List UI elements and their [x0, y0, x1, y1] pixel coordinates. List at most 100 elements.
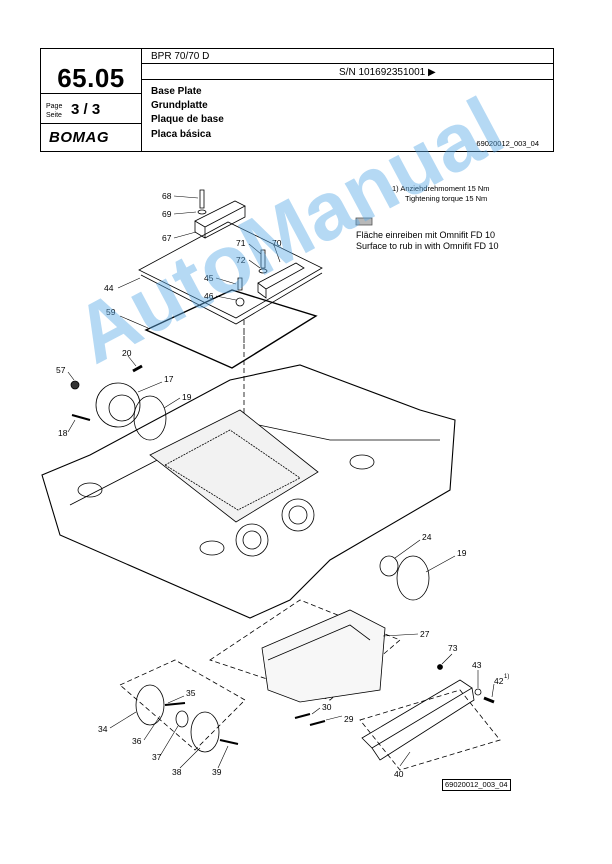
callout-46: 46 — [204, 291, 214, 301]
callout-38: 38 — [172, 767, 182, 777]
nut-73 — [437, 664, 443, 670]
boss — [77, 482, 103, 498]
assembly-frame-34 — [119, 659, 246, 751]
bolt-71 — [260, 249, 266, 269]
o-ring-19a — [133, 395, 167, 441]
omnifit-note-de: Fläche einreiben mit Omnifit FD 10 — [356, 230, 495, 240]
callout-70: 70 — [272, 238, 282, 248]
bolts-29-30 — [294, 713, 326, 726]
cover-plate-edge — [140, 272, 323, 325]
header-rule — [41, 123, 141, 124]
bolt-39 — [219, 739, 239, 745]
callout-45: 45 — [204, 273, 214, 283]
page-value: 3 / 3 — [71, 101, 101, 118]
callout-34: 34 — [98, 724, 108, 734]
gear-teeth — [164, 429, 301, 511]
bolt-42 — [483, 696, 495, 704]
callout-36: 36 — [132, 736, 142, 746]
callout-35: 35 — [186, 688, 196, 698]
washer-69 — [197, 209, 207, 215]
omnifit-note-en: Surface to rub in with Omnifit FD 10 — [356, 241, 499, 251]
gasket-59 — [144, 289, 318, 369]
header-rule — [41, 93, 141, 94]
rail-40-edge — [371, 687, 475, 761]
bearing-left — [235, 523, 269, 557]
gear-housing — [149, 409, 319, 523]
callout-71: 71 — [236, 238, 246, 248]
title-block: Base Plate Grundplatte Plaque de base Pl… — [151, 85, 224, 142]
callout-17: 17 — [164, 374, 174, 384]
callout-30: 30 — [322, 702, 332, 712]
boss — [349, 454, 375, 470]
disc-38 — [190, 711, 220, 753]
page-number: 65.05 — [57, 63, 125, 93]
callout-59: 59 — [106, 307, 116, 317]
callout-44: 44 — [104, 283, 114, 293]
housing-27 — [261, 609, 386, 703]
callout-19a: 19 — [182, 392, 192, 402]
spacer-37 — [175, 710, 189, 728]
torque-note-1: 1) Anziehdrehmoment 15 Nm — [392, 184, 490, 193]
bolt-35 — [164, 702, 186, 706]
callout-43: 43 — [472, 660, 482, 670]
header-rule — [141, 79, 553, 80]
omnifit-swatch — [355, 217, 373, 226]
boss — [199, 540, 225, 556]
bomag-logo: BOMAG — [49, 129, 109, 146]
serial-number: S/N 101692351001 ▶ — [339, 67, 436, 78]
callout-19b: 19 — [457, 548, 467, 558]
callout-40: 40 — [394, 769, 404, 779]
callout-39: 39 — [212, 767, 222, 777]
callout-29: 29 — [344, 714, 354, 724]
o-ring-19b — [396, 555, 430, 601]
disc-34 — [135, 684, 165, 726]
base-plate-body — [41, 364, 456, 619]
title-fr: Plaque de base — [151, 114, 224, 126]
callout-67: 67 — [162, 233, 172, 243]
callout-20: 20 — [122, 348, 132, 358]
bolt-45 — [237, 277, 243, 291]
figure-id: 69020012_003_04 — [442, 779, 511, 791]
housing-27-edge — [267, 624, 371, 661]
title-en: Base Plate — [151, 86, 202, 97]
bolt-18 — [71, 414, 91, 421]
model-name: BPR 70/70 D — [151, 51, 210, 62]
page-label-en: Page — [46, 103, 63, 110]
callout-27: 27 — [420, 629, 430, 639]
bearing-left-inner — [242, 530, 262, 550]
bolt-68 — [199, 189, 205, 209]
header-divider — [141, 49, 142, 151]
ring-24 — [379, 555, 399, 577]
washer-72 — [258, 268, 268, 274]
base-plate-inner — [69, 419, 440, 506]
title-de: Grundplatte — [151, 100, 208, 112]
side-cover-inner — [108, 394, 136, 422]
header-rule — [141, 63, 553, 64]
plug-57 — [70, 380, 80, 390]
doc-id: 69020012_003_04 — [476, 139, 539, 148]
callout-69: 69 — [162, 209, 172, 219]
callout-68: 68 — [162, 191, 172, 201]
cover-plate — [138, 221, 323, 319]
assembly-frame-40 — [359, 689, 501, 771]
callout-57: 57 — [56, 365, 66, 375]
washer-46 — [235, 297, 245, 307]
callout-24: 24 — [422, 532, 432, 542]
bearing-right — [281, 498, 315, 532]
side-cover-17 — [95, 382, 141, 428]
bracket-67 — [194, 200, 246, 239]
callout-42-note: 1) — [504, 674, 509, 680]
leader-lines — [67, 195, 495, 769]
callout-72: 72 — [236, 255, 246, 265]
title-es: Placa básica — [151, 128, 212, 140]
fitting-20 — [132, 364, 143, 373]
callout-73: 73 — [448, 643, 458, 653]
torque-note-2: Tightening torque 15 Nm — [405, 194, 487, 203]
callout-18: 18 — [58, 428, 68, 438]
callout-37: 37 — [152, 752, 162, 762]
page-label-de: Seite — [46, 112, 62, 119]
callout-42: 42 — [494, 676, 504, 686]
